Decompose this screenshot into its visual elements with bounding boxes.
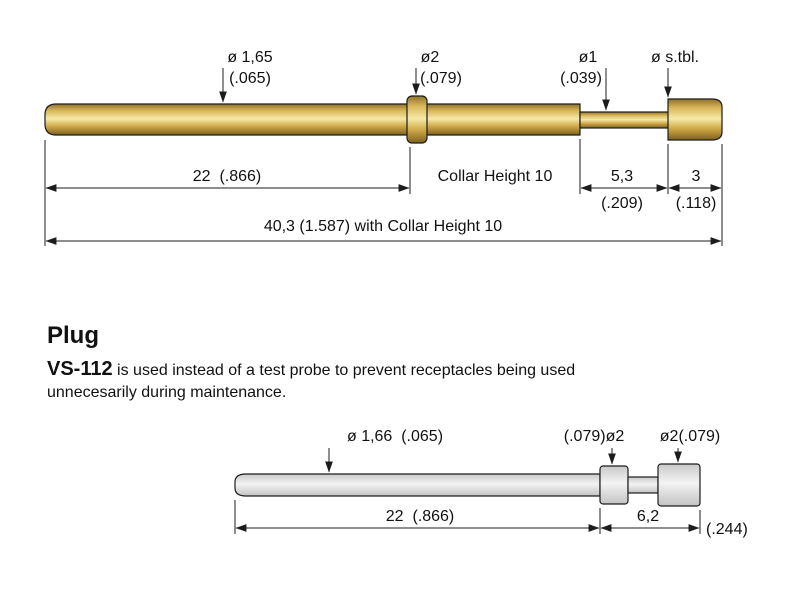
callout-collar-dia-inch: (.079) <box>420 70 462 87</box>
callout-plug-collar-right-dia: ø2(.079) <box>660 428 720 445</box>
dim-plug-head-length-inch: (.244) <box>706 521 748 538</box>
callout-barrel-dia: ø 1,65 <box>227 49 272 66</box>
callout-barrel-dia-inch: (.065) <box>229 70 271 87</box>
callout-tip-dia: ø1 <box>579 49 598 66</box>
probe-collar <box>406 95 428 144</box>
callout-plug-collar-left-dia: (.079)ø2 <box>564 428 625 445</box>
probe-tip-rod <box>579 111 671 129</box>
callout-tip-dia-inch: (.039) <box>560 70 602 87</box>
description-block: Plug VS-112 is used instead of a test pr… <box>47 322 575 401</box>
callout-head-dia: ø s.tbl. <box>651 49 699 66</box>
plug-drawing: ø 1,66 (.065) (.079)ø2 ø2(.079) 22 (.866… <box>234 428 748 538</box>
description-line2: unnecesarily during maintenance. <box>47 384 286 401</box>
probe-drawing: ø 1,65 (.065) ø2 (.079) ø1 (.039) ø s.tb… <box>44 49 723 246</box>
probe-barrel <box>44 103 581 136</box>
dim-overall-length: 40,3 (1.587) with Collar Height 10 <box>264 218 502 235</box>
dim-plug-barrel-length: 22 (.866) <box>386 508 454 525</box>
plug-neck <box>627 476 659 494</box>
dim-tip-length: 5,3 <box>611 168 633 185</box>
callout-plug-barrel-dia: ø 1,66 (.065) <box>347 428 443 445</box>
section-heading: Plug <box>47 322 99 349</box>
plug-collar-left <box>599 465 629 505</box>
model-number: VS-112 <box>47 358 113 380</box>
dim-head-length-inch: (.118) <box>676 195 717 212</box>
description-line1: VS-112 is used instead of a test probe t… <box>47 358 575 380</box>
plug-collar-right <box>657 463 701 507</box>
dim-barrel-length: 22 (.866) <box>193 168 261 185</box>
dim-plug-head-length: 6,2 <box>637 508 659 525</box>
dim-collar-label: Collar Height 10 <box>438 168 553 185</box>
callout-collar-dia: ø2 <box>421 49 440 66</box>
dim-tip-length-inch: (.209) <box>601 195 643 212</box>
description-text-1: is used instead of a test probe to preve… <box>113 362 576 379</box>
probe-head <box>667 98 723 141</box>
dim-head-length: 3 <box>692 168 701 185</box>
plug-barrel <box>234 473 601 497</box>
